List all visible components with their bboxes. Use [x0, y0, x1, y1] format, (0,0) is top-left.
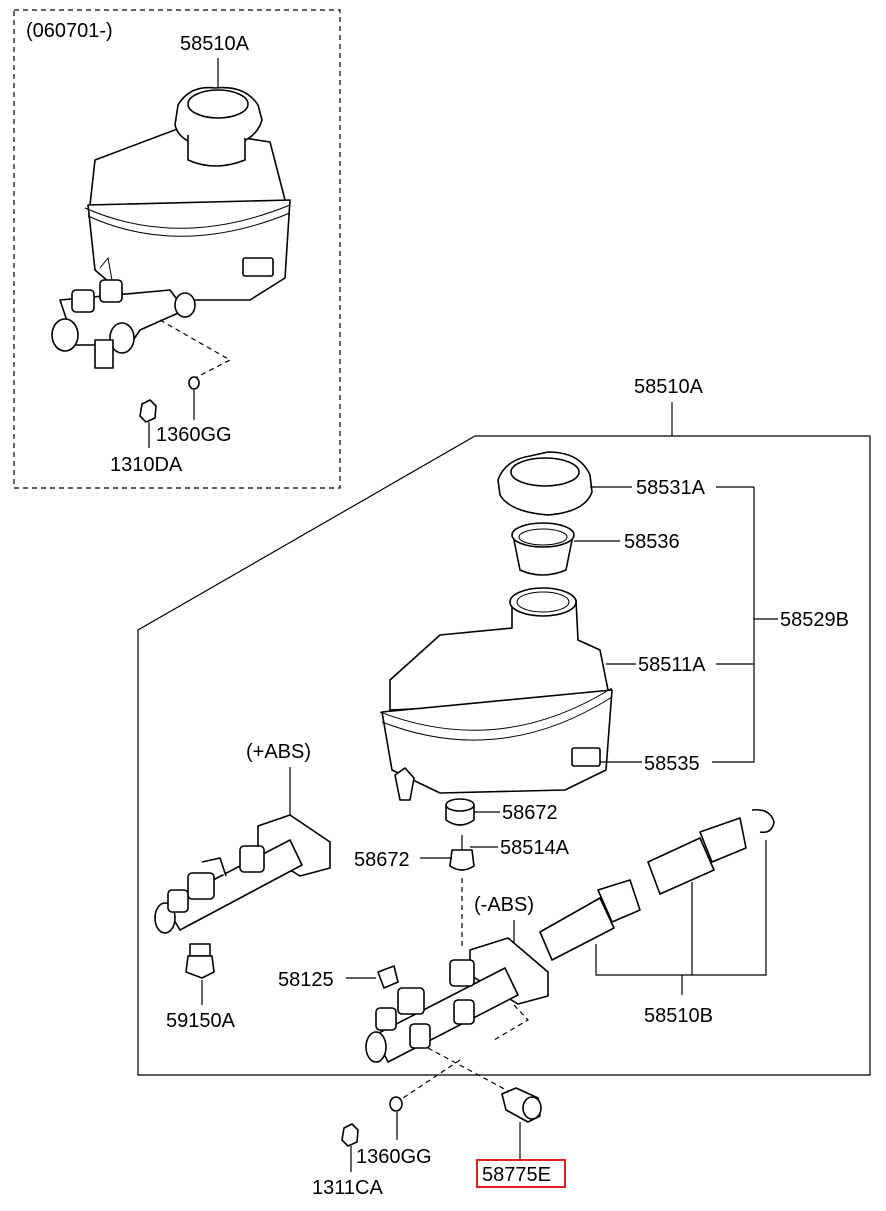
inset-nut-label: 1310DA — [110, 454, 183, 476]
inset-nut-icon — [139, 399, 157, 423]
cap-part — [497, 451, 593, 516]
washer-part — [389, 1096, 403, 1112]
plug-part — [377, 965, 399, 989]
abs-minus-label: (-ABS) — [474, 894, 534, 916]
grommet-left-label: 58672 — [354, 849, 410, 871]
grommet-part — [445, 798, 475, 826]
inset-panel: (060701-) 58510A — [13, 9, 341, 489]
valve-part — [185, 943, 215, 979]
assembly-frame — [137, 435, 871, 1076]
abs-minus-cylinder — [365, 937, 549, 1063]
pin-label: 58514A — [500, 837, 570, 859]
main-assembly: 58510A 58531A 58536 58529B — [137, 376, 871, 1199]
abs-plus-label: (+ABS) — [246, 741, 311, 763]
reservoir-part — [379, 587, 613, 801]
washer-label: 1360GG — [356, 1146, 432, 1168]
valve-label: 59150A — [166, 1010, 236, 1032]
reservoir-label: 58511A — [638, 654, 706, 676]
nut-part — [341, 1123, 359, 1147]
strainer-label: 58536 — [624, 531, 680, 553]
assembly-label: 58510A — [634, 376, 704, 398]
sensor-highlight-box — [476, 1159, 566, 1188]
nut-label: 1311CA — [312, 1177, 383, 1199]
inset-reservoir-label: 58510A — [180, 33, 250, 55]
inset-dashed-border — [13, 9, 341, 489]
grommet-label: 58672 — [502, 802, 558, 824]
strainer-part — [511, 522, 575, 576]
reservoir-kit-label: 58529B — [780, 609, 849, 631]
inset-washer-label: 1360GG — [156, 424, 232, 446]
inset-reservoir-drawing — [51, 86, 291, 369]
abs-plus-cylinder — [154, 814, 331, 934]
cap-label: 58531A — [636, 477, 706, 499]
inset-washer-icon — [188, 376, 200, 390]
connector-label: 58535 — [644, 753, 700, 775]
piston-kit-label: 58510B — [644, 1005, 713, 1027]
piston-kit-part — [539, 808, 775, 961]
pin-part — [449, 835, 475, 871]
sensor-part — [501, 1087, 542, 1123]
inset-period-label: (060701-) — [26, 20, 113, 42]
sensor-label: 58775E — [482, 1164, 551, 1186]
plug-label: 58125 — [278, 969, 334, 991]
